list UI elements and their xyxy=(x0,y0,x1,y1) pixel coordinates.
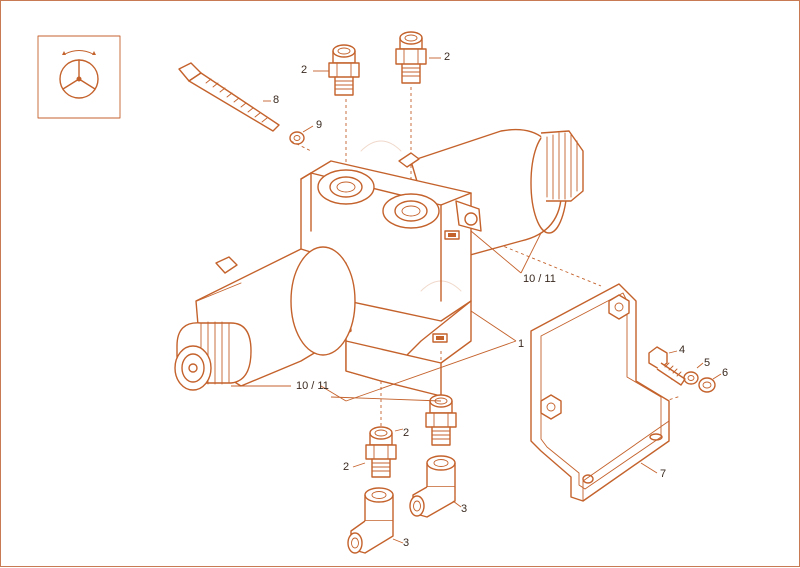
short-bolt xyxy=(648,346,686,386)
callout-9: 9 xyxy=(316,119,323,131)
lower-fitting-right xyxy=(425,394,457,446)
lower-fitting-left xyxy=(365,426,397,478)
callout-7: 7 xyxy=(660,468,667,480)
upper-fitting-right xyxy=(395,31,427,84)
callout-2-lower-left: 2 xyxy=(343,461,350,473)
callout-2-top-left: 2 xyxy=(301,64,308,76)
callout-1: 1 xyxy=(518,338,525,350)
callout-3-right: 3 xyxy=(461,503,468,515)
valve-body xyxy=(300,140,482,397)
elbow-fitting-left xyxy=(347,487,394,554)
callout-10-11-right: 10 / 11 xyxy=(523,273,556,285)
leader-lines xyxy=(231,57,722,544)
mounting-bracket xyxy=(530,283,670,502)
callout-6: 6 xyxy=(722,367,729,379)
callout-10-11-left: 10 / 11 xyxy=(296,380,329,392)
washer-5 xyxy=(683,371,699,385)
callout-4: 4 xyxy=(679,344,686,356)
rotation-view-icon xyxy=(37,35,121,119)
callout-8: 8 xyxy=(273,94,280,106)
callout-2-top-right: 2 xyxy=(444,51,451,63)
washer-6 xyxy=(698,377,716,393)
callout-5: 5 xyxy=(704,357,711,369)
washer-9 xyxy=(289,131,305,145)
upper-fitting-left xyxy=(328,44,360,96)
long-bolt xyxy=(178,62,280,132)
callout-3-left: 3 xyxy=(403,537,410,549)
front-solenoid xyxy=(174,246,356,391)
elbow-fitting-right xyxy=(409,455,456,518)
callout-2-lower-right: 2 xyxy=(403,427,410,439)
